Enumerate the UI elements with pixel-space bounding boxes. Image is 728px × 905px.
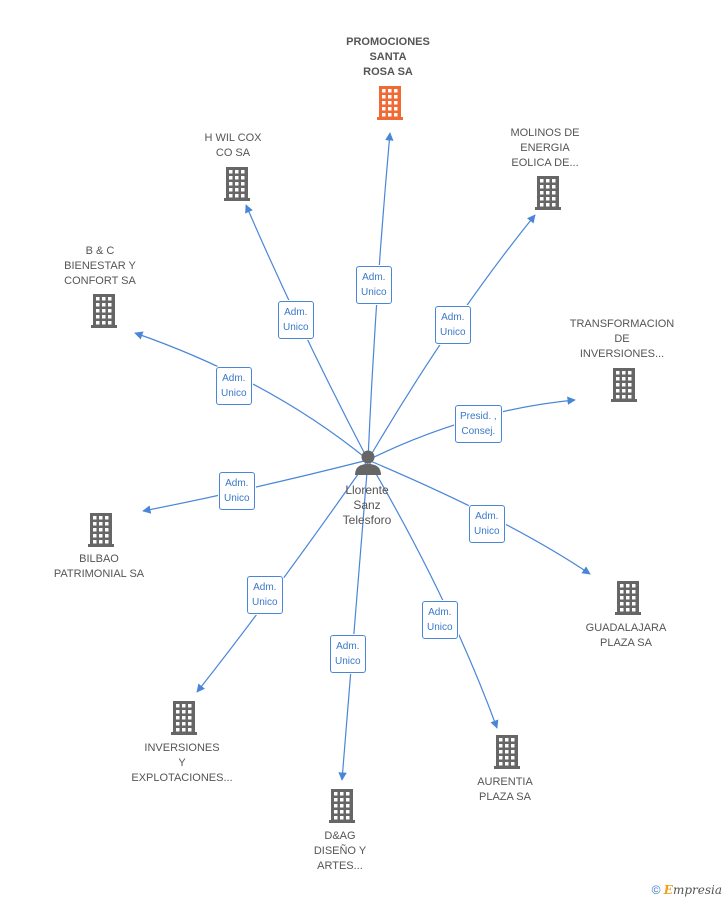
edge-label-molinos[interactable]: Adm. Unico: [435, 306, 471, 344]
building-icon-inversiones[interactable]: [171, 701, 197, 735]
edge-label-inversiones[interactable]: Adm. Unico: [247, 576, 283, 614]
edge-aurentia: [367, 459, 499, 729]
company-label-guadalajara[interactable]: GUADALAJARA PLAZA SA: [585, 622, 667, 649]
building-icon-transformacion[interactable]: [611, 368, 637, 402]
edge-label-hwil[interactable]: Adm. Unico: [278, 301, 314, 339]
company-label-promociones[interactable]: PROMOCIONES SANTA ROSA SA: [346, 36, 430, 78]
building-icon-bc[interactable]: [91, 294, 117, 328]
company-label-dag[interactable]: D&AG DISEÑO Y ARTES...: [313, 830, 367, 872]
brand-logo: Empresia: [663, 883, 722, 897]
building-icon-guadalajara[interactable]: [615, 581, 641, 615]
edge-label-dag[interactable]: Adm. Unico: [330, 635, 366, 673]
edge-label-promociones[interactable]: Adm. Unico: [356, 266, 392, 304]
edge-label-guadalajara[interactable]: Adm. Unico: [469, 505, 505, 543]
company-label-bilbao[interactable]: BILBAO PATRIMONIAL SA: [53, 553, 145, 580]
footer-brand[interactable]: © Empresia: [652, 883, 722, 897]
edge-label-transformacion[interactable]: Presid. , Consej.: [455, 405, 502, 443]
building-icon-molinos[interactable]: [535, 176, 561, 210]
building-icon-bilbao[interactable]: [88, 513, 114, 547]
building-icon-dag[interactable]: [329, 789, 355, 823]
edge-label-bc[interactable]: Adm. Unico: [216, 367, 252, 405]
building-icon-aurentia[interactable]: [494, 735, 520, 769]
person-icon[interactable]: [355, 450, 381, 476]
company-label-bc[interactable]: B & C BIENESTAR Y CONFORT SA: [64, 245, 136, 287]
company-label-inversiones[interactable]: INVERSIONES Y EXPLOTACIONES...: [131, 742, 233, 784]
edge-label-aurentia[interactable]: Adm. Unico: [422, 601, 458, 639]
copyright-symbol: ©: [651, 883, 661, 897]
edge-label-bilbao[interactable]: Adm. Unico: [219, 472, 255, 510]
person-name-label[interactable]: Llorente Sanz Telesforo: [342, 483, 392, 527]
company-label-aurentia[interactable]: AURENTIA PLAZA SA: [477, 776, 533, 803]
building-icon-hwil[interactable]: [224, 167, 250, 201]
edge-bc: [134, 331, 369, 461]
company-label-hwil[interactable]: H WIL COX CO SA: [204, 132, 262, 159]
company-label-transformacion[interactable]: TRANSFORMACION DE INVERSIONES...: [569, 318, 675, 360]
company-label-molinos[interactable]: MOLINOS DE ENERGIA EOLICA DE...: [510, 127, 580, 169]
building-icon-promociones[interactable]: [377, 86, 403, 120]
